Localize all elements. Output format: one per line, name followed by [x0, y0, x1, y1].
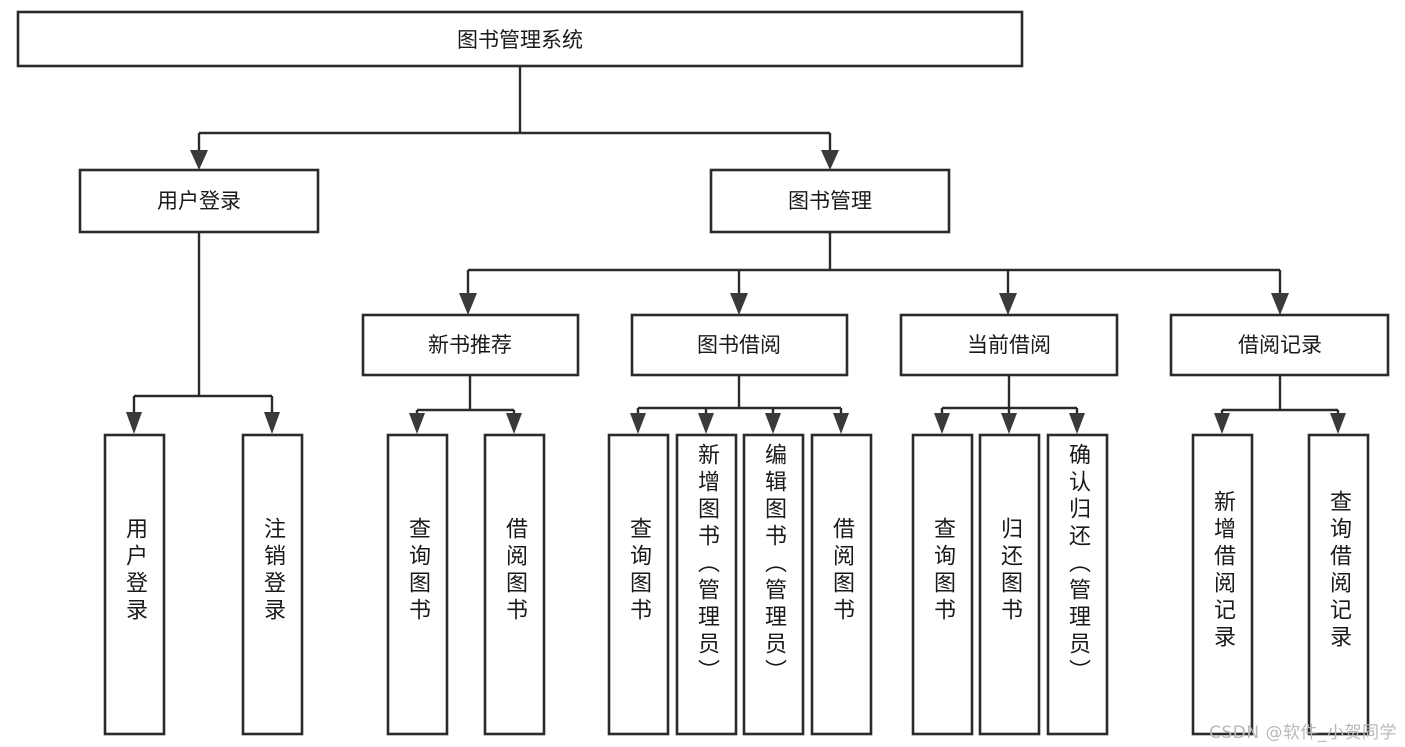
node-leaf-query-book-3[interactable]: [911, 433, 974, 736]
node-user-login-label: 用户登录: [157, 189, 241, 213]
node-current-borrow[interactable]: 当前借阅: [899, 313, 1119, 377]
node-leaf-query-record[interactable]: [1307, 433, 1370, 736]
connector-layer: [126, 66, 1346, 434]
node-root-label: 图书管理系统: [457, 28, 583, 52]
node-leaf-borrow-book-2[interactable]: [810, 433, 873, 736]
arrow-head-leaf-query-book-2: [630, 413, 646, 434]
arrow-head-leaf-add-record: [1214, 413, 1230, 434]
node-leaf-user-login[interactable]: [103, 433, 166, 736]
arrow-head-leaf-borrow-book-2: [833, 413, 849, 434]
arrow-head-leaf-borrow-book-1: [506, 413, 522, 434]
node-current-borrow-label: 当前借阅: [967, 333, 1051, 357]
arrow-head-leaf-return-book: [1001, 413, 1017, 434]
arrow-head-leaf-query-book-1: [409, 413, 425, 434]
arrow-head-leaf-add-book: [698, 413, 714, 434]
node-leaf-logout-login[interactable]: [241, 433, 304, 736]
node-layer: 图书管理系统 用户登录 图书管理 新书推荐 图书借阅 当前: [16, 10, 1390, 736]
node-leaf-query-book-1[interactable]: [386, 433, 449, 736]
node-user-login[interactable]: 用户登录: [78, 168, 320, 234]
node-borrow-record-label: 借阅记录: [1238, 333, 1322, 357]
arrow-head-leaf-query-book-3: [934, 413, 950, 434]
node-leaf-add-record[interactable]: [1191, 433, 1254, 736]
node-book-manage-label: 图书管理: [788, 189, 872, 213]
node-borrow-record[interactable]: 借阅记录: [1169, 313, 1390, 377]
node-book-manage[interactable]: 图书管理: [709, 168, 951, 234]
arrow-head-leaf-logout-login: [264, 412, 280, 434]
arrow-head-book-manage: [821, 150, 839, 170]
node-root[interactable]: 图书管理系统: [16, 10, 1024, 68]
arrow-head-leaf-query-record: [1330, 413, 1346, 434]
arrow-head-current-borrow: [999, 293, 1017, 315]
node-leaf-add-book[interactable]: [675, 433, 738, 736]
arrow-head-borrow-record: [1271, 293, 1289, 315]
node-leaf-query-book-2[interactable]: [607, 433, 670, 736]
node-leaf-return-book[interactable]: [978, 433, 1041, 736]
arrow-head-leaf-edit-book: [765, 413, 781, 434]
node-leaf-borrow-book-1[interactable]: [483, 433, 546, 736]
node-new-book-recommend-label: 新书推荐: [428, 333, 512, 357]
arrow-head-leaf-confirm-return: [1069, 413, 1085, 434]
arrow-head-user-login: [190, 150, 208, 170]
node-leaf-edit-book[interactable]: [742, 433, 805, 736]
arrow-head-new-book-recommend: [459, 293, 477, 315]
node-leaf-confirm-return[interactable]: [1046, 433, 1109, 736]
node-book-borrow[interactable]: 图书借阅: [630, 313, 849, 377]
node-new-book-recommend[interactable]: 新书推荐: [361, 313, 580, 377]
arrow-head-book-borrow: [730, 293, 748, 315]
node-book-borrow-label: 图书借阅: [697, 333, 781, 357]
arrow-head-leaf-user-login: [126, 412, 142, 434]
watermark: CSDN @软件_小贺同学: [1209, 723, 1397, 743]
